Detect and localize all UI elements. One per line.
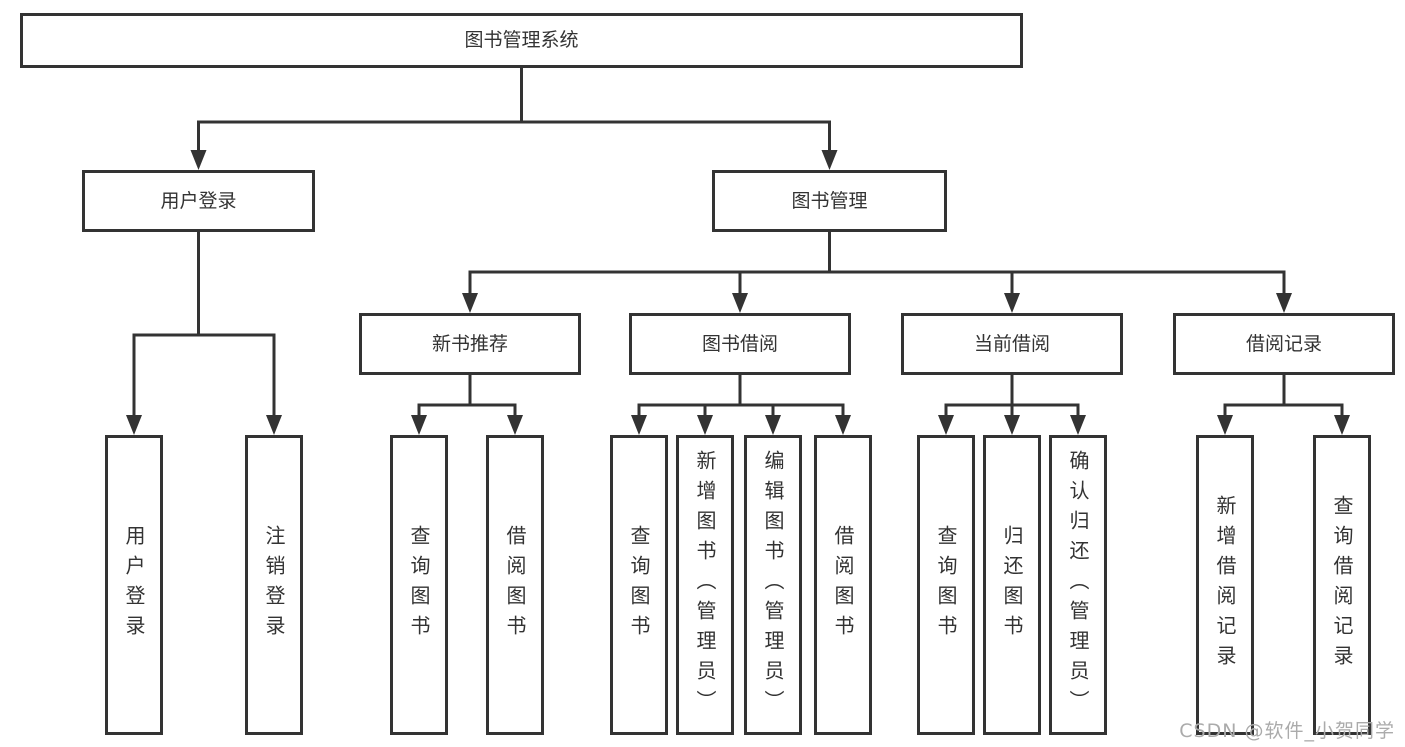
node-book-borrowing: 图书借阅 bbox=[629, 313, 851, 375]
node-new-book-recommendation: 新书推荐 bbox=[359, 313, 581, 375]
node-current-borrowing: 当前借阅 bbox=[901, 313, 1123, 375]
node-return-books: 归还图书 bbox=[983, 435, 1041, 735]
node-login: 用户登录 bbox=[105, 435, 163, 735]
node-edit-books-admin: 编辑图书（管理员） bbox=[744, 435, 802, 735]
node-query-borrow-record: 查询借阅记录 bbox=[1313, 435, 1371, 735]
node-borrowing-records: 借阅记录 bbox=[1173, 313, 1395, 375]
watermark-text: CSDN @软件_小贺同学 bbox=[1179, 720, 1395, 742]
node-confirm-return-admin: 确认归还（管理员） bbox=[1049, 435, 1107, 735]
node-query-books-current: 查询图书 bbox=[917, 435, 975, 735]
node-book-management: 图书管理 bbox=[712, 170, 947, 232]
node-add-borrow-record: 新增借阅记录 bbox=[1196, 435, 1254, 735]
node-user-login: 用户登录 bbox=[82, 170, 315, 232]
node-borrow-books-recommendation: 借阅图书 bbox=[486, 435, 544, 735]
node-logout: 注销登录 bbox=[245, 435, 303, 735]
node-query-books-borrowing: 查询图书 bbox=[610, 435, 668, 735]
node-borrow-books: 借阅图书 bbox=[814, 435, 872, 735]
node-add-books-admin: 新增图书（管理员） bbox=[676, 435, 734, 735]
node-library-management-system: 图书管理系统 bbox=[20, 13, 1023, 68]
node-query-books-recommendation: 查询图书 bbox=[390, 435, 448, 735]
